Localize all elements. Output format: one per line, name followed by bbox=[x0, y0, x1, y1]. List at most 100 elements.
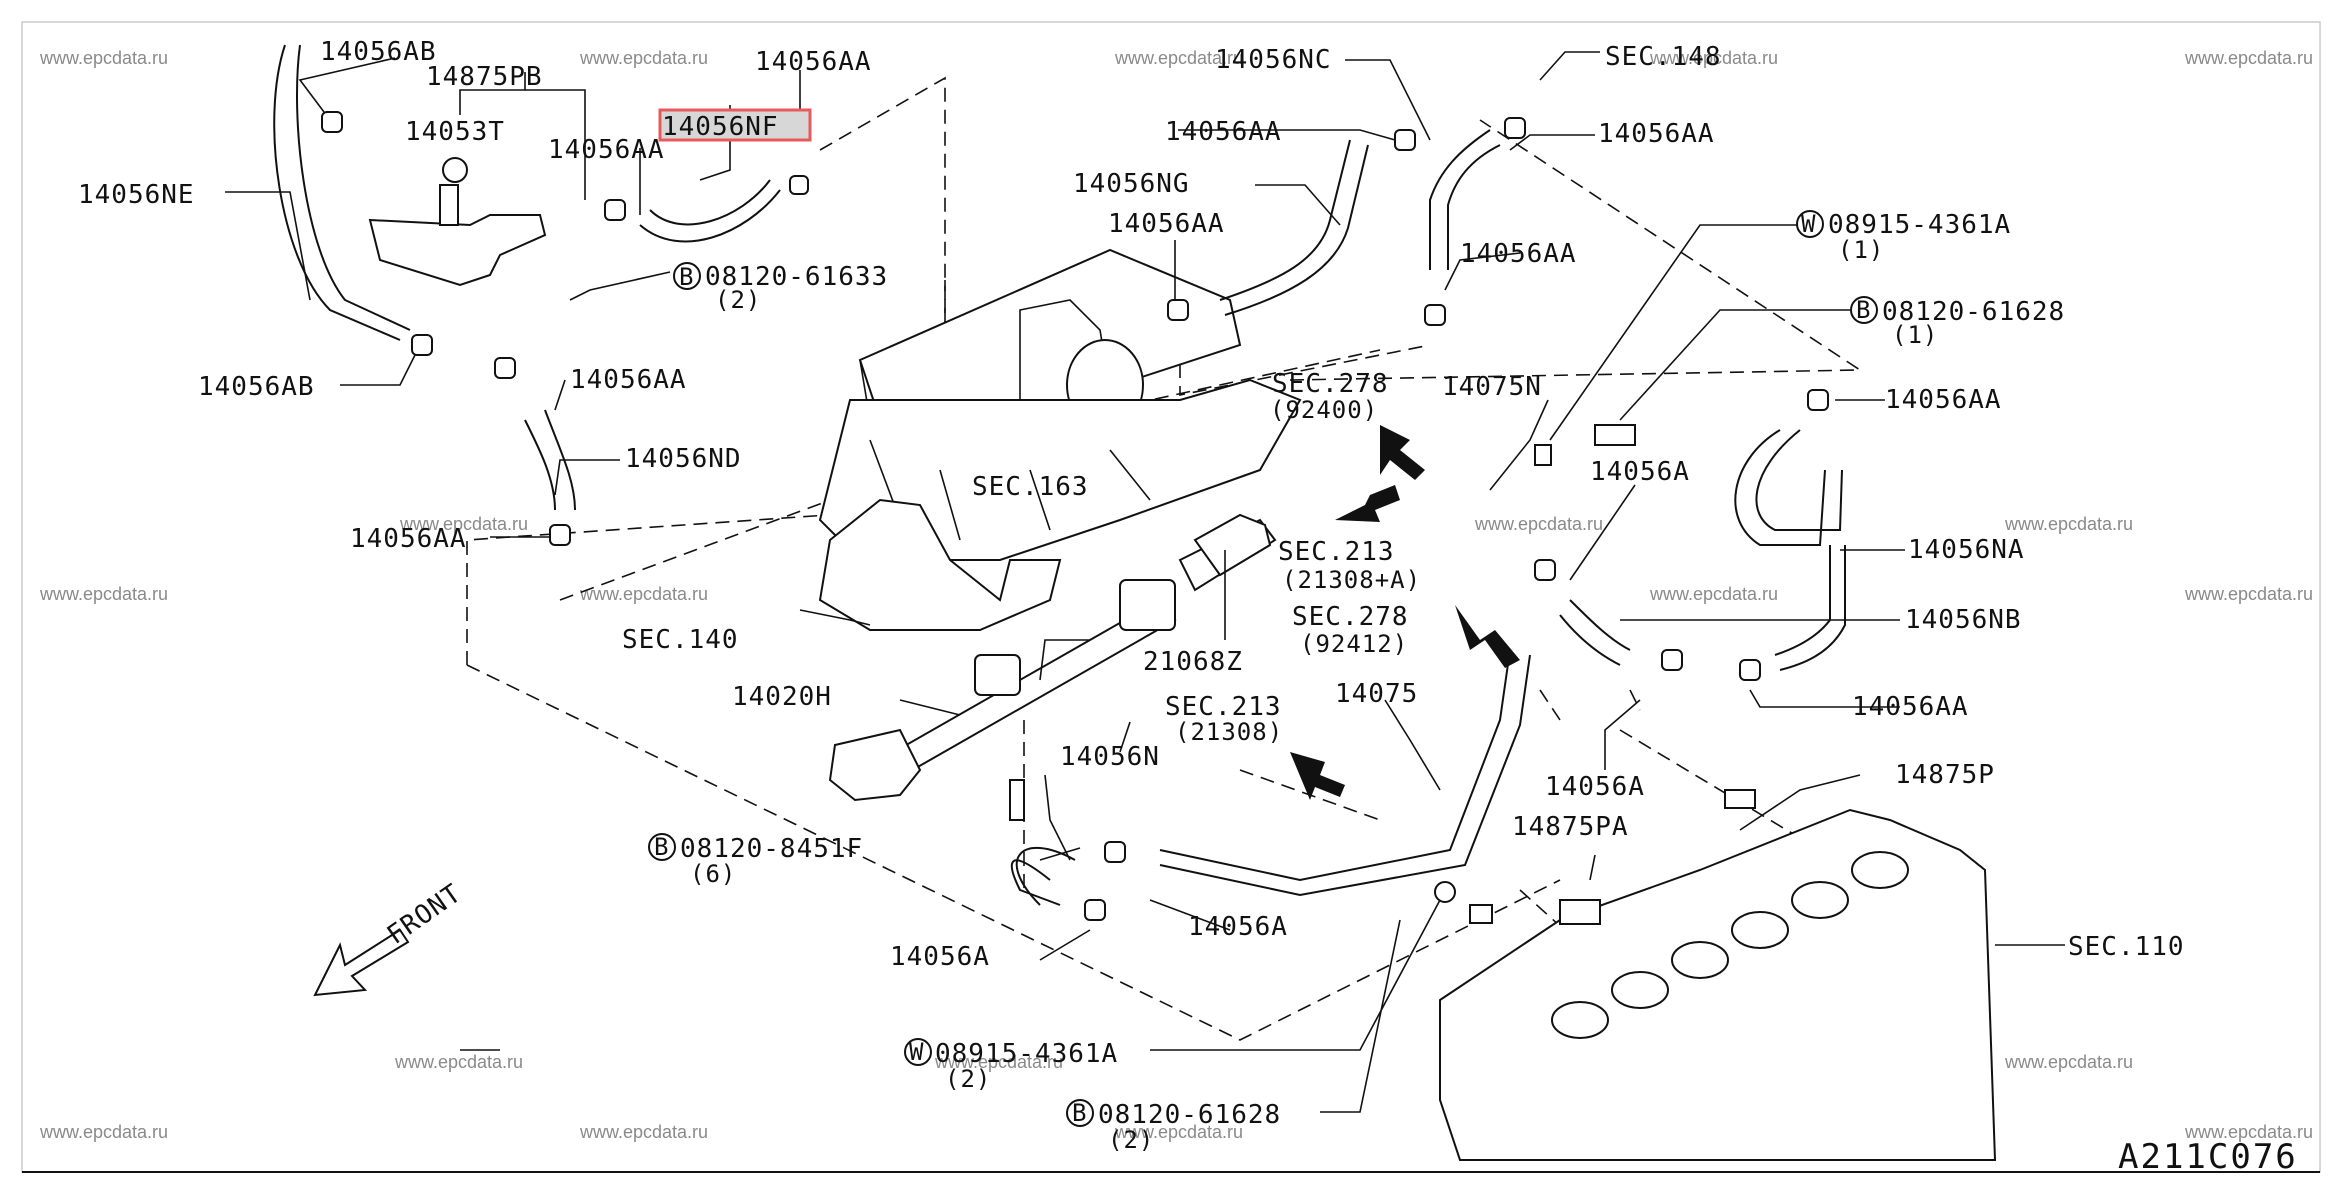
qty-08120-8451F: (6) bbox=[690, 860, 736, 888]
label-sec-213-sub: (21308) bbox=[1175, 718, 1283, 746]
watermark: www.epcdata.ru bbox=[579, 1122, 708, 1142]
qty-08120-61633: (2) bbox=[715, 286, 761, 314]
front-label: FRONT bbox=[382, 878, 467, 950]
watermark: www.epcdata.ru bbox=[39, 584, 168, 604]
watermark: www.epcdata.ru bbox=[1114, 1122, 1243, 1142]
clamps bbox=[321, 111, 1829, 925]
label-sec-278-sub: (92400) bbox=[1270, 396, 1378, 424]
label-14056AA[interactable]: 14056AA bbox=[755, 47, 872, 77]
label-14075N[interactable]: 14075N bbox=[1442, 372, 1542, 402]
watermark: www.epcdata.ru bbox=[2184, 48, 2313, 68]
label-14056AA[interactable]: 14056AA bbox=[1460, 239, 1577, 269]
engine-block bbox=[1439, 808, 1997, 1161]
label-14056A[interactable]: 14056A bbox=[1590, 457, 1690, 487]
arrow-shape bbox=[1455, 605, 1520, 668]
intake-collector bbox=[818, 248, 1302, 631]
label-14056NB[interactable]: 14056NB bbox=[1905, 605, 2022, 635]
fuel-rail-assembly bbox=[828, 513, 1277, 802]
watermark: www.epcdata.ru bbox=[579, 48, 708, 68]
label-08120-8451F[interactable]: 08120-8451F bbox=[680, 834, 863, 864]
label-14056AB[interactable]: 14056AB bbox=[320, 37, 437, 67]
label-sec-213[interactable]: SEC.213 bbox=[1165, 692, 1282, 722]
watermark: www.epcdata.ru bbox=[1649, 48, 1778, 68]
label-14875PA[interactable]: 14875PA bbox=[1512, 812, 1629, 842]
label-14056AA[interactable]: 14056AA bbox=[1852, 692, 1969, 722]
label-14056AA[interactable]: 14056AA bbox=[548, 135, 665, 165]
label-14056A[interactable]: 14056A bbox=[1545, 772, 1645, 802]
label-08120-61628[interactable]: 08120-61628 bbox=[1882, 297, 2065, 327]
watermark: www.epcdata.ru bbox=[1474, 514, 1603, 534]
badge-b: B bbox=[679, 263, 694, 291]
diagram-code: A211C076 bbox=[2118, 1137, 2298, 1177]
label-sec-213-sub: (21308+A) bbox=[1282, 566, 1421, 594]
label-14056NC[interactable]: 14056NC bbox=[1215, 45, 1332, 75]
washer-badge-icon bbox=[1796, 210, 1824, 238]
label-sec-278[interactable]: SEC.278 bbox=[1272, 369, 1389, 399]
label-sec-163[interactable]: SEC.163 bbox=[972, 472, 1089, 502]
badge-b: B bbox=[1856, 296, 1871, 324]
label-14056NF-highlighted[interactable]: 14056NF bbox=[662, 112, 779, 142]
label-14056AA[interactable]: 14056AA bbox=[350, 524, 467, 554]
label-14056AA[interactable]: 14056AA bbox=[1165, 117, 1282, 147]
label-sec-278[interactable]: SEC.278 bbox=[1292, 602, 1409, 632]
watermark: www.epcdata.ru bbox=[2004, 1052, 2133, 1072]
label-14056NE[interactable]: 14056NE bbox=[78, 180, 195, 210]
watermark: www.epcdata.ru bbox=[1114, 48, 1243, 68]
bracket-14875PB bbox=[368, 157, 547, 287]
washer-badge-icon bbox=[904, 1038, 932, 1066]
label-08915-4361A[interactable]: 08915-4361A bbox=[935, 1039, 1118, 1069]
bolt-badge-icon bbox=[673, 262, 701, 290]
qty-08120-61628: (1) bbox=[1892, 321, 1938, 349]
flow-arrows bbox=[1290, 425, 1520, 800]
label-sec-148[interactable]: SEC.148 bbox=[1605, 42, 1722, 72]
qty-08915-4361A: (2) bbox=[945, 1065, 991, 1093]
label-14056N[interactable]: 14056N bbox=[1060, 742, 1160, 772]
label-14056A[interactable]: 14056A bbox=[890, 942, 990, 972]
badge-b: B bbox=[1072, 1099, 1087, 1127]
label-14875P[interactable]: 14875P bbox=[1895, 760, 1995, 790]
label-14056AA[interactable]: 14056AA bbox=[1885, 385, 2002, 415]
label-21068Z[interactable]: 21068Z bbox=[1143, 647, 1243, 677]
label-14056AA[interactable]: 14056AA bbox=[570, 365, 687, 395]
bolt-badge-icon bbox=[1066, 1099, 1094, 1127]
badge-w: W bbox=[909, 1038, 924, 1066]
watermark: www.epcdata.ru bbox=[39, 48, 168, 68]
badge-b: B bbox=[654, 833, 669, 861]
watermark: www.epcdata.ru bbox=[394, 1052, 523, 1072]
label-08120-61633[interactable]: 08120-61633 bbox=[705, 262, 888, 292]
label-sec-140[interactable]: SEC.140 bbox=[622, 625, 739, 655]
label-08915-4361A[interactable]: 08915-4361A bbox=[1828, 210, 2011, 240]
qty-08120-61628: (2) bbox=[1108, 1126, 1154, 1154]
watermark: www.epcdata.ru bbox=[1649, 584, 1778, 604]
label-14056AB[interactable]: 14056AB bbox=[198, 372, 315, 402]
label-14056AA[interactable]: 14056AA bbox=[1108, 209, 1225, 239]
bolt-badge-icon bbox=[648, 833, 676, 861]
label-14875PB[interactable]: 14875PB bbox=[426, 62, 543, 92]
part-labels: 14056AB 14875PB 14056AA 14056NF 14053T 1… bbox=[78, 37, 2298, 1177]
watermark: www.epcdata.ru bbox=[399, 514, 528, 534]
label-08120-61628[interactable]: 08120-61628 bbox=[1098, 1100, 1281, 1130]
label-14056A[interactable]: 14056A bbox=[1188, 912, 1288, 942]
label-14056ND[interactable]: 14056ND bbox=[625, 444, 742, 474]
label-14075[interactable]: 14075 bbox=[1335, 679, 1418, 709]
watermark: www.epcdata.ru bbox=[2184, 1122, 2313, 1142]
front-indicator: FRONT bbox=[313, 878, 467, 997]
label-sec-213[interactable]: SEC.213 bbox=[1278, 537, 1395, 567]
label-14053T[interactable]: 14053T bbox=[405, 117, 505, 147]
watermark: www.epcdata.ru bbox=[2184, 584, 2313, 604]
arrow-shape bbox=[1335, 485, 1400, 522]
arrow-shape bbox=[1380, 425, 1425, 480]
label-14056NA[interactable]: 14056NA bbox=[1908, 535, 2025, 565]
qty-08915-4361A: (1) bbox=[1838, 236, 1884, 264]
bolt-badge-icon bbox=[1850, 296, 1878, 324]
label-14056AA[interactable]: 14056AA bbox=[1598, 119, 1715, 149]
watermark: www.epcdata.ru bbox=[934, 1052, 1063, 1072]
label-sec-110[interactable]: SEC.110 bbox=[2068, 932, 2185, 962]
label-14056NG[interactable]: 14056NG bbox=[1073, 169, 1190, 199]
hoses bbox=[273, 44, 1846, 906]
watermark: www.epcdata.ru bbox=[39, 1122, 168, 1142]
label-14020H[interactable]: 14020H bbox=[732, 682, 832, 712]
label-sec-278-sub: (92412) bbox=[1300, 630, 1408, 658]
